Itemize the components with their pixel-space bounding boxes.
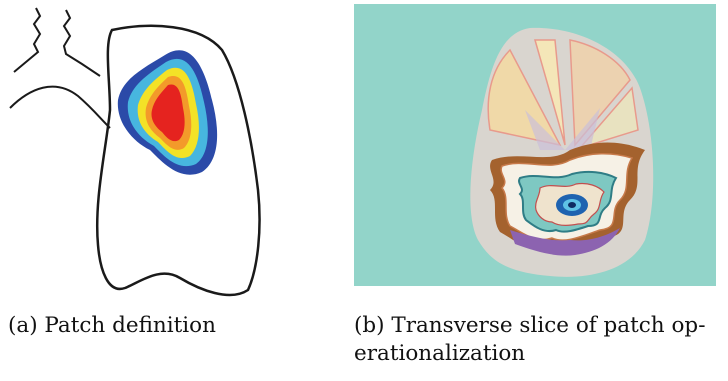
panel-a: (a) Patch definition xyxy=(0,0,330,381)
trachea-left-line xyxy=(14,8,40,72)
transverse-slice-image xyxy=(350,0,720,290)
bronchus-line xyxy=(10,87,110,128)
panel-b: (b) Transverse slice of patch op- eratio… xyxy=(350,0,728,381)
patch xyxy=(118,50,217,174)
trachea-right-line xyxy=(64,10,100,76)
patch-core-dark xyxy=(568,202,576,208)
caption-b-line1: (b) Transverse slice of patch op- xyxy=(354,312,724,340)
lung-patch-diagram xyxy=(0,0,330,300)
caption-b-line2: erationalization xyxy=(354,340,724,368)
caption-a: (a) Patch definition xyxy=(8,312,328,340)
caption-b: (b) Transverse slice of patch op- eratio… xyxy=(354,312,724,368)
